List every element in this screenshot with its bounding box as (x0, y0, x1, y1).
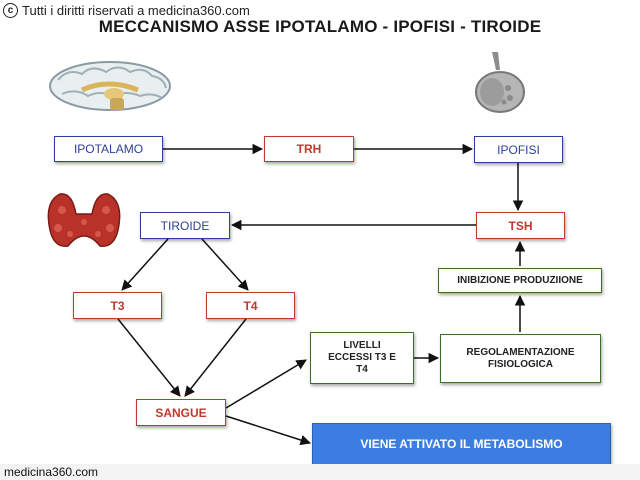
pituitary-illustration (475, 52, 525, 113)
copyright-notice: c Tutti i diritti riservati a medicina36… (3, 2, 250, 18)
node-metabolismo: VIENE ATTIVATO IL METABOLISMO (312, 423, 611, 465)
brain-illustration (49, 61, 171, 111)
node-ipofisi: IPOFISI (474, 136, 563, 163)
arrow-tiroide-t3 (121, 238, 169, 291)
arrow-sangue-livelli (225, 359, 307, 409)
copyright-icon: c (3, 2, 18, 18)
node-trh: TRH (264, 136, 354, 162)
arrow-sangue-metabolismo (225, 415, 311, 446)
node-t4: T4 (206, 292, 295, 319)
node-tiroide: TIROIDE (140, 212, 230, 239)
node-ipotalamo: IPOTALAMO (54, 136, 163, 162)
node-sangue: SANGUE (136, 399, 226, 426)
arrow-t3-sangue (117, 318, 181, 397)
node-inibizione-produzione: INIBIZIONE PRODUZIIONE (438, 268, 602, 293)
node-livelli-eccessi: LIVELLI ECCESSI T3 E T4 (310, 332, 414, 384)
diagram-title: MECCANISMO ASSE IPOTALAMO - IPOFISI - TI… (98, 17, 542, 36)
copyright-text: Tutti i diritti riservati a medicina360.… (22, 2, 250, 18)
thyroid-illustration (47, 193, 121, 247)
node-t3: T3 (73, 292, 162, 319)
node-tsh: TSH (476, 212, 565, 239)
node-regolamentazione-fisiologica: REGOLAMENTAZIONE FISIOLOGICA (440, 334, 601, 383)
footer-site-label: medicina360.com (0, 464, 640, 480)
arrow-t4-sangue (184, 318, 247, 397)
arrow-tiroide-t4 (201, 238, 249, 291)
